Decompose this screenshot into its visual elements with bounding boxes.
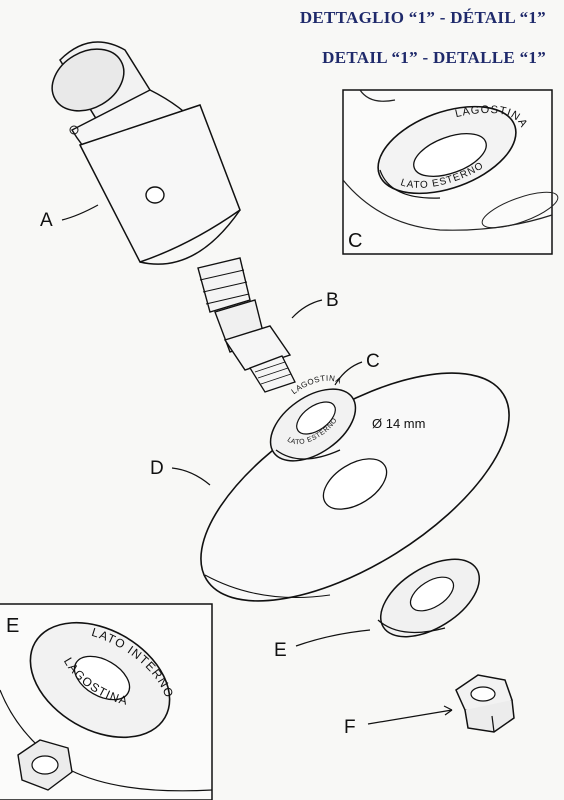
leader-f [367, 709, 453, 725]
part-a-knob [51, 41, 241, 265]
callout-b: B [326, 290, 339, 311]
inset-c: LAGOSTINA LATO ESTERNO C [342, 89, 559, 255]
part-e-washer [377, 558, 481, 638]
callout-e: E [274, 640, 287, 661]
title-line-2: DETAIL “1” - DETALLE “1” [322, 48, 546, 67]
leader-e [295, 629, 371, 647]
leader-d [171, 467, 211, 486]
callout-a: A [40, 210, 53, 231]
leader-b [291, 299, 323, 319]
part-f-nut [455, 674, 515, 733]
part-d-disc [200, 372, 510, 602]
leader-a [61, 204, 99, 221]
leader-c [334, 361, 363, 386]
inset-e: LATO INTERNO LAGOSTINA E [0, 603, 213, 800]
part-c-ring: LAGOSTINA LATO ESTERNO [269, 374, 357, 462]
inset-c-label: C [348, 230, 362, 252]
dimension-label: Ø 14 mm [372, 416, 425, 431]
title-line-1: DETTAGLIO “1” - DÉTAIL “1” [299, 8, 546, 27]
callout-d: D [150, 458, 164, 479]
part-b-stud [197, 257, 296, 393]
callout-c: C [366, 351, 380, 372]
inset-e-label: E [6, 615, 19, 637]
callout-f: F [344, 717, 356, 738]
